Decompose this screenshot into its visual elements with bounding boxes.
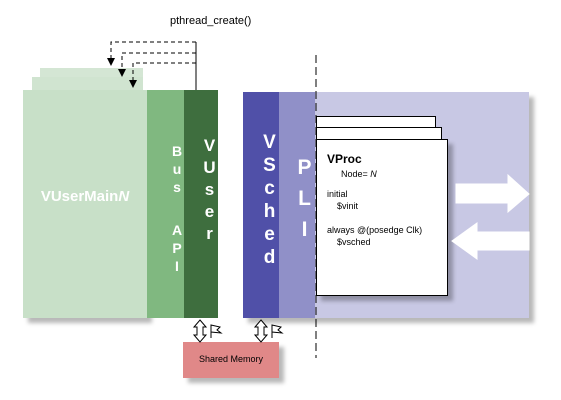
vusermain-label: VUserMainN <box>40 188 130 205</box>
vproc-initial: initial <box>327 189 348 199</box>
bus-api-label-api: API <box>169 222 185 276</box>
vsched-memory-arrow <box>253 319 269 343</box>
vuser-label: VUser <box>200 136 219 246</box>
bus-api-label-bus: Bus <box>169 143 185 197</box>
input-arrow <box>451 222 530 260</box>
vproc-node-line: Node= N <box>341 169 377 179</box>
vsched-label: VSched <box>259 132 280 270</box>
flag-icon-vsched <box>271 324 284 338</box>
pthread-arrowheads <box>107 58 137 88</box>
vuser-block: VUser <box>184 90 219 318</box>
vproc-title: VProc <box>327 152 362 166</box>
bus-api-block: Bus API <box>147 90 185 318</box>
pli-block: PLI <box>279 92 316 318</box>
vproc-box: VProc Node= N initial $vinit always @(po… <box>316 139 448 296</box>
vuser-memory-arrow <box>192 319 208 343</box>
shared-memory-label: Shared Memory <box>198 354 264 364</box>
vsched-block: VSched <box>243 92 280 318</box>
pthread-create-label: pthread_create() <box>170 15 252 27</box>
vproc-always: always @(posedge Clk) <box>327 225 423 235</box>
pthread-dashed-arrows <box>110 41 196 82</box>
vproc-vinit: $vinit <box>337 201 359 211</box>
pli-label: PLI <box>293 156 316 249</box>
vproc-vsched-call: $vsched <box>337 237 371 247</box>
flag-icon-vuser <box>210 324 223 338</box>
vusermain-block: VUserMainN <box>23 90 147 318</box>
output-arrow <box>455 173 530 214</box>
shared-memory-box: Shared Memory <box>183 342 279 378</box>
